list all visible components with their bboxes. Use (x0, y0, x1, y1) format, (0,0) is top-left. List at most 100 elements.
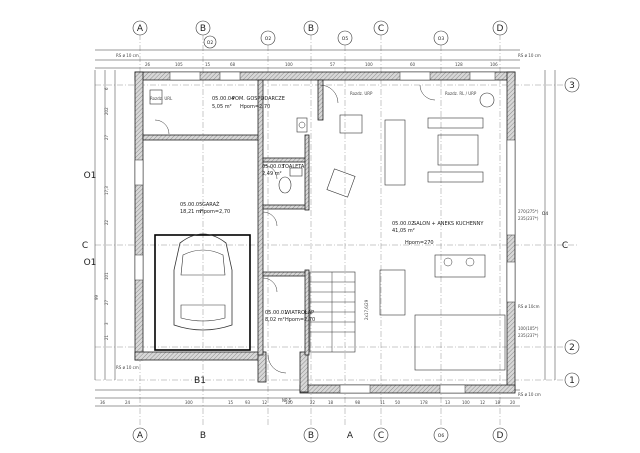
dim-bot-10: 11 (380, 400, 386, 405)
dim-bot-8: 18 (328, 400, 334, 405)
dim-bot-5: 12 (262, 400, 268, 405)
row-right-1: 3 (569, 81, 575, 91)
rozdz-url-label: Rozdz. URL (150, 96, 173, 101)
section-right: C (562, 241, 568, 251)
dim-left-4: 22 (104, 219, 109, 225)
room-garage-area: 18,21 m² (180, 209, 203, 215)
grid-bubbles-top: A B O2 O2 B O5 C O3 D (132, 20, 508, 49)
col-bot-6: O6 (438, 433, 445, 439)
living-furniture (326, 92, 506, 371)
col-top-9: D (497, 24, 504, 34)
dim-bot-16: 18 (495, 400, 501, 405)
dims-left: 6 202 27 17,3 22 101 27 3 21 99 (94, 87, 109, 340)
dim-left-1: 202 (104, 107, 109, 115)
col-bot-1: A (137, 431, 144, 441)
dim-top-2: 15 (205, 62, 211, 67)
dim-left-3: 17,3 (104, 186, 109, 195)
room-gosp-area: 5,05 m² (212, 104, 232, 110)
dim-bot-6: 100 (285, 400, 293, 405)
dim-top-5: 57 (330, 62, 336, 67)
dim-bot-17: 20 (510, 400, 516, 405)
dims-top: 26 105 15 68 100 57 100 60 128 106 (145, 62, 498, 67)
rozdz-rl-label: Rozdz. RL / URP (445, 91, 477, 96)
dim-bot-4: 93 (245, 400, 251, 405)
window-dim-4: 235(237*) (518, 333, 539, 338)
dim-left-7: 3 (104, 322, 109, 325)
dim-bot-12: 178 (420, 400, 428, 405)
dim-bot-7: 22 (310, 400, 316, 405)
dim-bot-14: 100 (462, 400, 470, 405)
dim-bot-13: 13 (445, 400, 451, 405)
interior-walls (142, 79, 324, 356)
col-top-6: O5 (342, 36, 349, 42)
dim-top-3: 68 (230, 62, 236, 67)
room-salon-area: 41,05 m² (392, 228, 415, 234)
room-salon-name: SALON + ANEKS KUCHENNY (413, 221, 484, 227)
row-left-2: O1 (84, 258, 97, 268)
col-top-4: O2 (265, 36, 272, 42)
room-labels: 05.00.04 POM. GOSPODARCZE 5,05 m² Hpom=2… (180, 96, 484, 323)
col-bot-3: B (308, 431, 314, 441)
col-top-8: O3 (438, 36, 445, 42)
row-left-3: B1 (194, 376, 206, 386)
axis-gridlines (95, 34, 578, 425)
row-right-3: 2 (569, 343, 575, 353)
room-salon-code: 05.00.02 (392, 221, 414, 227)
col-bot-4: A (347, 431, 354, 441)
rozdz-urp-label: Rozdz. URP (350, 91, 373, 96)
grid-bubbles-bottom: A B B A C O6 D (132, 427, 508, 443)
dim-left-5: 101 (104, 272, 109, 280)
dim-bot-2: 300 (185, 400, 193, 405)
window-dim-2: 235(237*) (518, 216, 539, 221)
stairs (309, 271, 356, 353)
dim-top-7: 60 (410, 62, 416, 67)
dim-bot-15: 12 (480, 400, 486, 405)
col-top-3: O2 (207, 40, 214, 46)
room-gosp-height: Hpom=2,70 (240, 104, 270, 110)
dim-top-8: 128 (455, 62, 463, 67)
room-salon-height: Hpom=270 (405, 240, 434, 246)
dim-bot-11: 50 (395, 400, 401, 405)
room-gosp-name: POM. GOSPODARCZE (232, 96, 285, 102)
col-top-2: B (200, 24, 206, 34)
dimension-lines-top (94, 49, 556, 407)
row-left-1: O1 (84, 171, 97, 181)
rs-right-label: RS ø 10cm (518, 304, 540, 309)
section-left: C (82, 241, 88, 251)
dims-bottom: 36 24 300 15 93 12 100 22 18 98 11 50 17… (100, 400, 516, 405)
rs-top-label: RS ø 10 cm (116, 53, 139, 58)
room-entry-area: 8,02 m² (265, 317, 285, 323)
window-dim-1: 270(275*) (518, 209, 539, 214)
room-entry-name: WIATROŁAP (285, 310, 314, 316)
dim-bot-0: 36 (100, 400, 106, 405)
dim-bot-1: 24 (125, 400, 131, 405)
room-wc-code: 05.00.03 (262, 164, 284, 170)
grid-bubbles-sides: O1 O1 B1 C C 3 O4 2 1 (82, 77, 580, 388)
dim-top-1: 105 (175, 62, 183, 67)
room-garage-code: 05.00.05 (180, 202, 202, 208)
dim-left-9: 99 (94, 294, 99, 300)
dim-left-2: 27 (104, 134, 109, 140)
garage-car (154, 233, 251, 351)
stair-label: 2x17,6/29 (364, 299, 369, 320)
room-entry-height: Hpom=2,70 (285, 317, 315, 323)
room-entry-code: 05.00.01 (265, 310, 287, 316)
col-top-5: B (308, 24, 314, 34)
window-dim-3: 100(105*) (518, 326, 539, 331)
dim-left-8: 21 (104, 334, 109, 340)
exterior-walls (134, 71, 516, 394)
room-wc-area: 2,49 m² (262, 171, 282, 177)
room-garage-height: Hpom=2,70 (200, 209, 230, 215)
windows (134, 71, 516, 394)
dim-bot-3: 15 (228, 400, 234, 405)
col-bot-2: B (200, 431, 206, 441)
dim-bot-9: 98 (355, 400, 361, 405)
row-right-2: O4 (542, 211, 549, 217)
sanitary-fixtures (149, 89, 308, 194)
room-garage-name: GARAŻ (202, 201, 220, 208)
npg-label: NP 5 (282, 398, 292, 403)
rs-bottom-right-label: RS ø 10 cm (518, 392, 541, 397)
dim-top-6: 100 (365, 62, 373, 67)
